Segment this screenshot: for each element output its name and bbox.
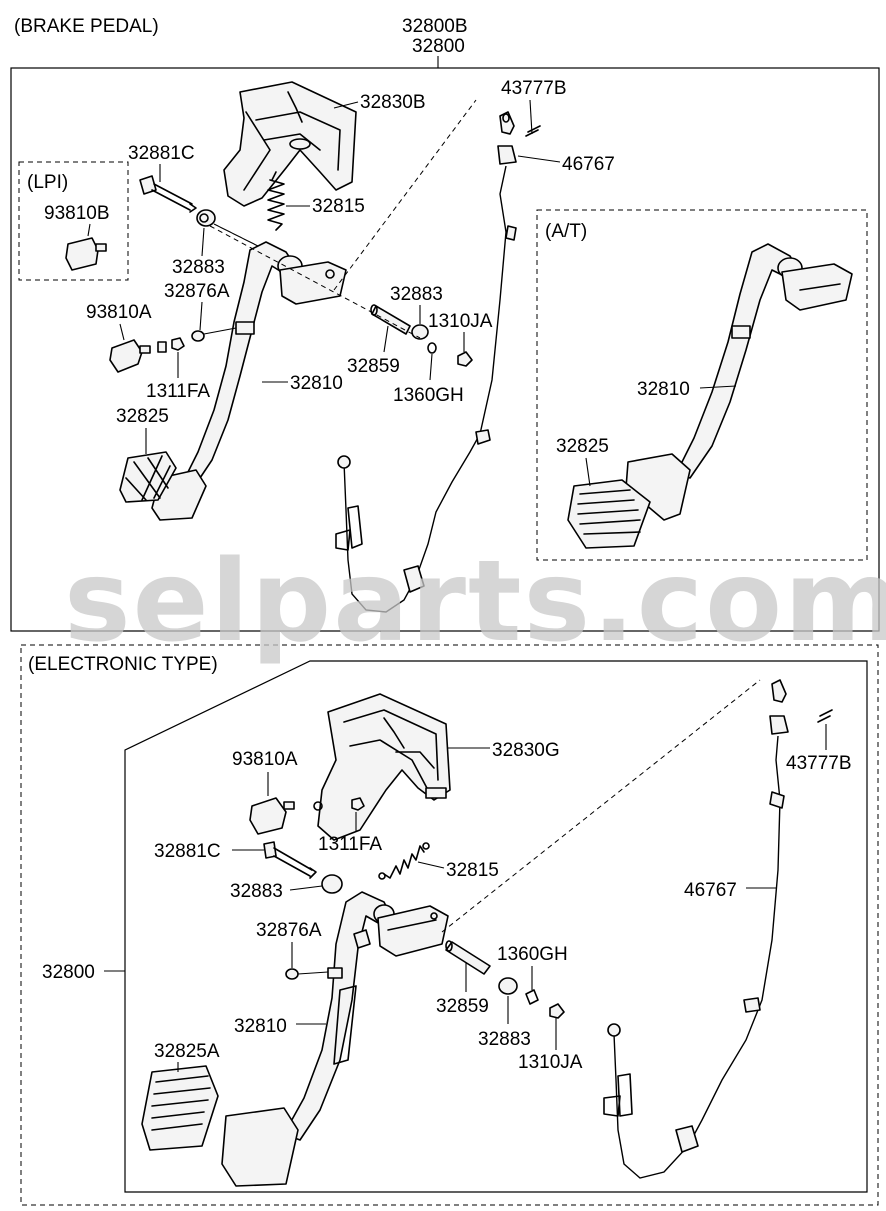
label-46767: 46767 [562,154,615,175]
label-32815: 32815 [312,196,365,217]
label-e-1311fa: 1311FA [318,834,382,855]
bolt-32881c: 32881C [128,143,197,213]
bushing-32883-upper: 32883 [172,209,263,278]
label-32825: 32825 [116,406,169,427]
label-e-32876a: 32876A [256,920,322,941]
pin-group-right: 32859 32883 1360GH 1310JA [347,284,493,406]
pedal-arm-32810: 32810 [183,241,347,485]
label-32810: 32810 [290,373,343,394]
pedal-pad-32825: 32825 [116,406,207,521]
watermark: selparts.com [64,537,886,667]
label-e-43777b: 43777B [786,753,852,774]
e-pedal-pad-32825a: 32825A [141,1041,299,1187]
label-e-1310ja: 1310JA [518,1052,583,1073]
label-93810b: 93810B [44,203,110,224]
label-1360gh: 1360GH [393,385,464,406]
pin-32876a: 32876A [164,281,237,342]
e-switch-93810a: 93810A 1311FA [232,749,382,855]
brake-pedal-frame [10,67,880,632]
label-e-32883-upper: 32883 [230,881,283,902]
label-32859: 32859 [347,356,400,377]
at-box-title: (A/T) [545,221,587,242]
label-at-32825: 32825 [556,436,609,457]
lpi-box: (LPI) 93810B [18,161,129,281]
assembly-code-32800b: 32800B [402,16,468,37]
lpi-box-title: (LPI) [27,172,68,193]
reference-line-pin [209,225,421,339]
bracket-32830b: 32830B [223,81,426,207]
label-at-32810: 32810 [637,379,690,400]
label-32883-right: 32883 [390,284,443,305]
at-box: (A/T) 32810 32825 [536,209,868,561]
brake-pedal-section: (BRAKE PEDAL) 32800B 32800 (LPI) 93810B … [10,16,880,632]
label-1311fa: 1311FA [146,381,210,402]
e-pedal-arm-32810: 32810 [234,891,449,1141]
label-e-46767: 46767 [684,880,737,901]
label-e-32881c: 32881C [154,841,221,862]
e-reference-line [441,679,761,933]
label-e-32810: 32810 [234,1016,287,1037]
label-93810a: 93810A [86,302,152,323]
switch-93810a: 93810A 1311FA [86,302,210,402]
electronic-type-section: (ELECTRONIC TYPE) 32800 32830G 93810A 13… [20,644,879,1206]
label-32881c: 32881C [128,143,195,164]
cable-46767: 43777B 46767 [335,78,615,613]
reference-line-top [333,99,477,291]
e-pin-32876a: 32876A [256,920,329,980]
label-e-93810a: 93810A [232,749,298,770]
spring-32815: 32815 [267,171,365,231]
e-spring-32815: 32815 [378,842,499,881]
section-title-electronic: (ELECTRONIC TYPE) [28,654,218,675]
label-e-32815: 32815 [446,860,499,881]
label-1310ja: 1310JA [428,311,493,332]
label-e-32825a: 32825A [154,1041,220,1062]
e-cable-46767: 43777B 46767 [603,679,852,1179]
label-32876a: 32876A [164,281,230,302]
electronic-inner-frame [124,660,868,1193]
label-43777b: 43777B [501,78,567,99]
electronic-outer-dashed-box [20,644,879,1206]
e-bushing-32883-upper: 32883 [230,874,343,902]
e-bolt-32881c: 32881C [154,841,317,879]
assembly-code-32800: 32800 [412,36,465,57]
label-e-1360gh: 1360GH [497,944,568,965]
section-title-brake-pedal: (BRAKE PEDAL) [14,16,159,37]
e-pin-group-right: 32859 32883 1360GH 1310JA [436,940,583,1073]
label-e-32859: 32859 [436,996,489,1017]
label-e-32800: 32800 [42,962,95,983]
label-e-32883-right: 32883 [478,1029,531,1050]
label-32883-upper: 32883 [172,257,225,278]
label-32830b: 32830B [360,92,426,113]
bracket-32830g: 32830G [317,693,560,841]
switch-93810b [65,237,99,271]
label-32830g: 32830G [492,740,560,761]
